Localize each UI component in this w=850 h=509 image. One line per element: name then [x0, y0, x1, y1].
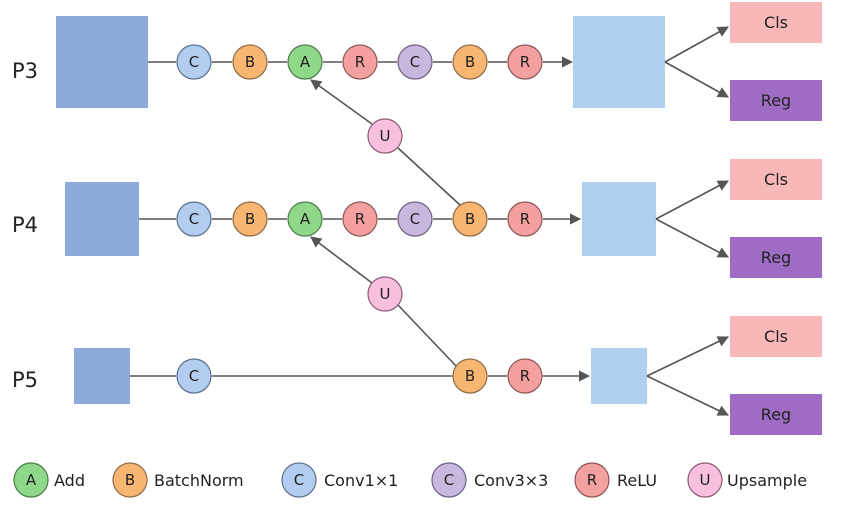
level-p3: P3 C B A R C B R Cls Reg [12, 2, 822, 121]
svg-text:B: B [125, 471, 135, 489]
node-conv3x3: C [397, 201, 433, 237]
legend-item-relu: R ReLU [574, 462, 657, 498]
arrow-to-cls-p3 [664, 26, 729, 63]
legend-item-conv3x3: C Conv3×3 [431, 462, 548, 498]
node-relu: R [507, 201, 543, 237]
arrow-to-cls-p5 [646, 336, 730, 377]
svg-text:C: C [189, 53, 199, 71]
arrow-to-add-p3 [310, 79, 373, 125]
svg-text:U: U [380, 127, 391, 145]
cls-head-p3 [730, 2, 822, 43]
svg-text:ReLU: ReLU [617, 471, 657, 490]
node-batchnorm: B [452, 44, 488, 80]
node-conv3x3: C [397, 44, 433, 80]
node-batchnorm: B [452, 358, 488, 394]
svg-text:C: C [189, 210, 199, 228]
arrow-to-reg-p5 [646, 375, 730, 416]
svg-text:U: U [380, 285, 391, 303]
svg-text:R: R [520, 53, 530, 71]
svg-text:B: B [465, 210, 475, 228]
reg-head-p5 [730, 394, 822, 435]
output-feature-map-p4 [582, 182, 656, 256]
legend-item-add: A Add [13, 462, 85, 498]
svg-text:R: R [587, 471, 597, 489]
node-upsample: U [367, 276, 403, 312]
node-conv1x1: C [176, 201, 212, 237]
output-feature-map-p5 [591, 348, 647, 404]
node-relu: R [342, 44, 378, 80]
input-feature-map-p5 [74, 348, 130, 404]
svg-text:C: C [444, 471, 454, 489]
legend-item-conv1x1: C Conv1×1 [281, 462, 398, 498]
arrow-to-reg-p4 [655, 218, 729, 258]
reg-head-p4 [730, 237, 822, 278]
arrow-to-reg-p3 [664, 61, 729, 98]
svg-text:R: R [355, 210, 365, 228]
cls-label: Cls [764, 170, 788, 189]
reg-label: Reg [761, 248, 791, 267]
node-batchnorm: B [232, 44, 268, 80]
output-feature-map-p3 [573, 16, 665, 108]
svg-text:A: A [26, 471, 37, 489]
connector [397, 147, 461, 206]
level-label-p4: P4 [12, 213, 38, 237]
reg-head-p3 [730, 80, 822, 121]
svg-text:C: C [410, 53, 420, 71]
svg-text:Conv1×1: Conv1×1 [324, 471, 398, 490]
svg-text:Add: Add [54, 471, 85, 490]
node-batchnorm: B [232, 201, 268, 237]
node-relu: R [507, 44, 543, 80]
legend-item-upsample: U Upsample [687, 462, 807, 498]
svg-text:R: R [355, 53, 365, 71]
svg-text:R: R [520, 367, 530, 385]
node-batchnorm: B [452, 201, 488, 237]
svg-text:Conv3×3: Conv3×3 [474, 471, 548, 490]
svg-text:B: B [245, 210, 255, 228]
legend: A Add B BatchNorm C Conv1×1 C Conv3×3 R … [13, 462, 807, 498]
node-relu: R [507, 358, 543, 394]
reg-label: Reg [761, 91, 791, 110]
input-feature-map-p4 [65, 182, 139, 256]
svg-text:C: C [294, 471, 304, 489]
level-p5: P5 C B R Cls Reg [12, 316, 822, 435]
svg-text:B: B [245, 53, 255, 71]
cls-head-p4 [730, 159, 822, 200]
level-label-p3: P3 [12, 59, 38, 83]
node-add: A [287, 44, 323, 80]
cls-head-p5 [730, 316, 822, 357]
svg-text:A: A [300, 53, 311, 71]
legend-item-batchnorm: B BatchNorm [112, 462, 244, 498]
svg-text:R: R [520, 210, 530, 228]
node-conv1x1: C [176, 44, 212, 80]
level-label-p5: P5 [12, 368, 38, 392]
cls-label: Cls [764, 13, 788, 32]
svg-text:C: C [189, 367, 199, 385]
arrow-to-cls-p4 [655, 180, 729, 220]
svg-text:A: A [300, 210, 311, 228]
node-add: A [287, 201, 323, 237]
arrow-to-add-p4 [310, 236, 373, 284]
svg-text:Upsample: Upsample [727, 471, 807, 490]
input-feature-map-p3 [56, 16, 148, 108]
svg-text:B: B [465, 367, 475, 385]
svg-text:BatchNorm: BatchNorm [154, 471, 244, 490]
svg-text:C: C [410, 210, 420, 228]
svg-text:U: U [700, 471, 711, 489]
svg-text:B: B [465, 53, 475, 71]
cls-label: Cls [764, 327, 788, 346]
level-p4: P4 C B A R C B R Cls Reg [12, 159, 822, 278]
node-relu: R [342, 201, 378, 237]
node-conv1x1: C [176, 358, 212, 394]
node-upsample: U [367, 118, 403, 154]
topdown-path-p5-to-p4: U [310, 236, 457, 367]
connector [397, 304, 457, 367]
topdown-path-p4-to-p3: U [310, 79, 461, 206]
reg-label: Reg [761, 405, 791, 424]
